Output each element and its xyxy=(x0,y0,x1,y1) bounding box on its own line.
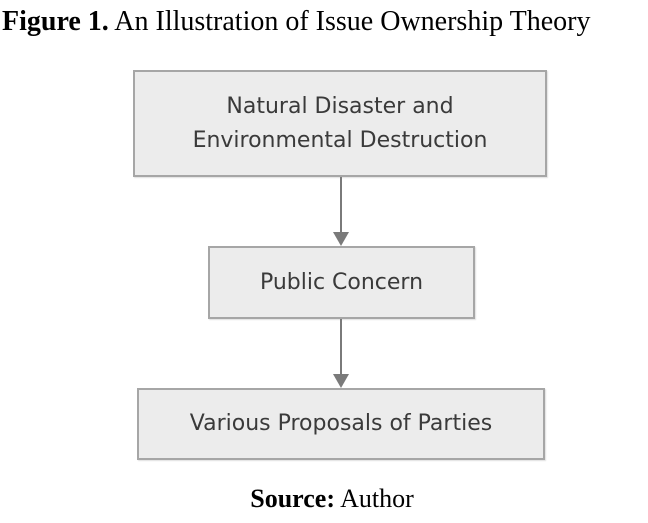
figure-caption: Figure 1. An Illustration of Issue Owner… xyxy=(2,6,646,38)
node-various-proposals-label: Various Proposals of Parties xyxy=(189,411,493,436)
figure-caption-title: An Illustration of Issue Ownership Theor… xyxy=(108,6,591,37)
arrow-down-icon xyxy=(333,232,349,246)
arrow-line xyxy=(340,319,342,376)
source-label: Source: xyxy=(250,484,335,513)
arrow-line xyxy=(340,177,342,234)
node-public-concern: Public Concern xyxy=(208,246,475,319)
node-natural-disaster-label: Natural Disaster and Environmental Destr… xyxy=(192,93,488,153)
node-natural-disaster: Natural Disaster and Environmental Destr… xyxy=(133,70,547,177)
source-note: Source: Author xyxy=(0,484,648,514)
source-value: Author xyxy=(335,484,414,513)
node-public-concern-label: Public Concern xyxy=(259,269,424,295)
node-various-proposals: Various Proposals of Parties xyxy=(137,388,545,460)
arrow-down-icon xyxy=(333,374,349,388)
figure-caption-label: Figure 1. xyxy=(2,6,109,37)
